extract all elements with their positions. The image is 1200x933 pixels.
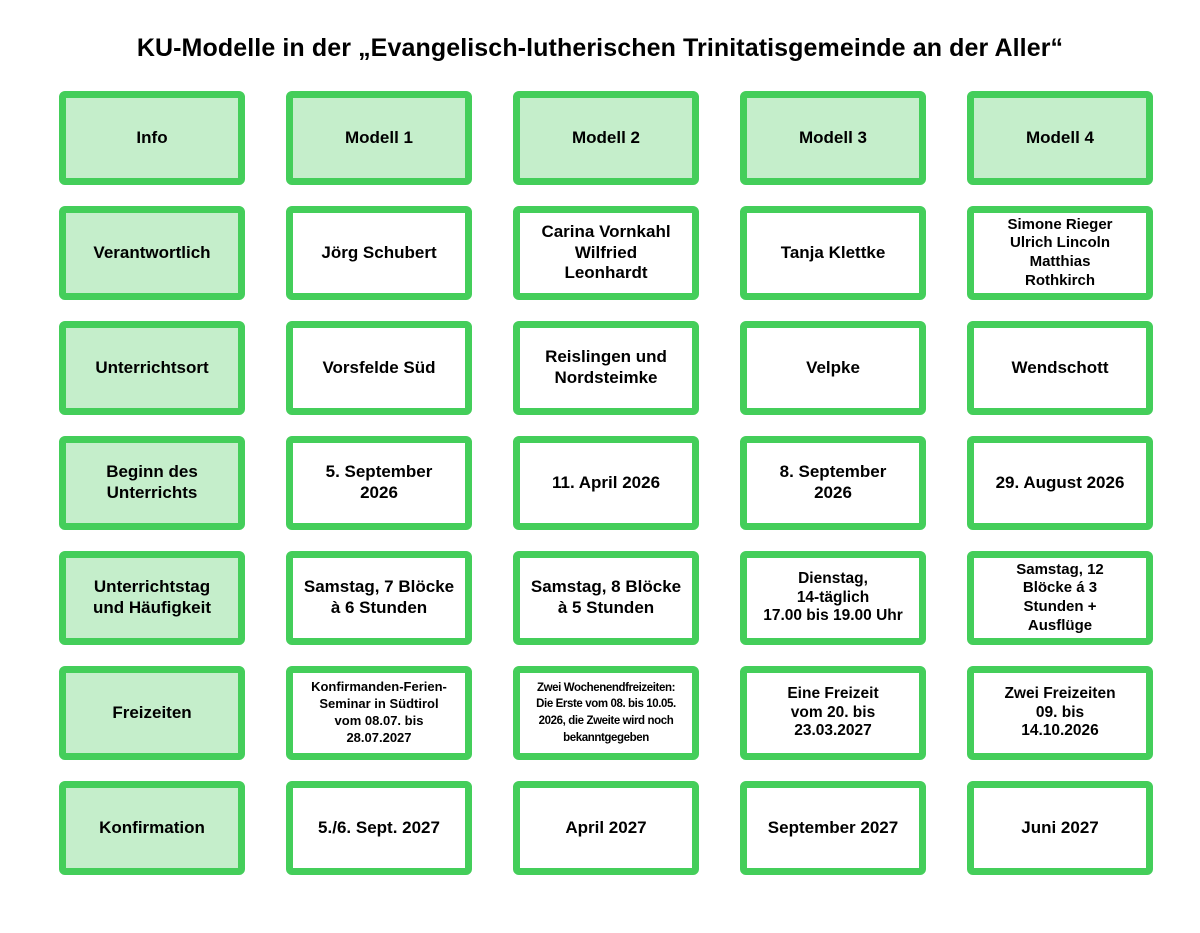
cell-text: 11. April 2026 [551,472,661,492]
cell-text: 29. August 2026 [995,472,1125,492]
cell-text: April 2027 [565,817,647,837]
cell-unterrichtstag-modell-4: Samstag, 12 Blöcke á 3 Stunden + Ausflüg… [967,551,1153,645]
column-header-label: Modell 2 [571,127,640,147]
page-title: KU-Modelle in der „Evangelisch-lutherisc… [136,34,1064,62]
column-header-modell-3: Modell 3 [740,91,926,185]
cell-text: Velpke [806,357,860,377]
cell-text: 5. September 2026 [325,462,433,502]
cell-unterrichtstag-modell-3: Dienstag, 14-täglich 17.00 bis 19.00 Uhr [740,551,926,645]
cell-verantwortlich-modell-3: Tanja Klettke [740,206,926,300]
cell-unterrichtstag-modell-1: Samstag, 7 Blöcke à 6 Stunden [286,551,472,645]
cell-freizeiten-modell-2: Zwei Wochenendfreizeiten: Die Erste vom … [513,666,699,760]
cell-text: Vorsfelde Süd [322,357,436,377]
cell-text: Samstag, 8 Blöcke à 5 Stunden [530,577,682,617]
cell-beginn-modell-3: 8. September 2026 [740,436,926,530]
cell-unterrichtsort-modell-4: Wendschott [967,321,1153,415]
cell-text: Jörg Schubert [321,242,437,262]
cell-text: Wendschott [1011,357,1109,377]
cell-unterrichtsort-modell-1: Vorsfelde Süd [286,321,472,415]
row-label-text: Beginn des Unterrichts [106,462,198,502]
row-label-unterrichtstag-und-haeufigkeit: Unterrichtstag und Häufigkeit [59,551,245,645]
cell-verantwortlich-modell-1: Jörg Schubert [286,206,472,300]
cell-text: Samstag, 12 Blöcke á 3 Stunden + Ausflüg… [1016,560,1104,634]
cell-freizeiten-modell-1: Konfirmanden-Ferien- Seminar in Südtirol… [286,666,472,760]
cell-beginn-modell-4: 29. August 2026 [967,436,1153,530]
cell-konfirmation-modell-4: Juni 2027 [967,781,1153,875]
row-label-text: Unterrichtstag und Häufigkeit [92,577,212,617]
row-label-verantwortlich: Verantwortlich [59,206,245,300]
row-label-text: Konfirmation [99,817,205,837]
cell-text: Juni 2027 [1021,817,1099,837]
cell-konfirmation-modell-1: 5./6. Sept. 2027 [286,781,472,875]
row-label-beginn-des-unterrichts: Beginn des Unterrichts [59,436,245,530]
column-header-modell-1: Modell 1 [286,91,472,185]
cell-unterrichtsort-modell-3: Velpke [740,321,926,415]
cell-verantwortlich-modell-2: Carina Vornkahl Wilfried Leonhardt [513,206,699,300]
cell-text: Zwei Wochenendfreizeiten: Die Erste vom … [536,681,676,744]
cell-text: Dienstag, 14-täglich 17.00 bis 19.00 Uhr [763,569,903,625]
ku-modelle-table: Info Modell 1 Modell 2 Modell 3 Modell 4… [59,91,1200,875]
cell-beginn-modell-2: 11. April 2026 [513,436,699,530]
column-header-label: Modell 4 [1025,127,1094,147]
cell-text: Simone Rieger Ulrich Lincoln Matthias Ro… [1007,215,1113,289]
row-label-text: Unterrichtsort [95,357,209,377]
cell-text: Carina Vornkahl Wilfried Leonhardt [541,221,671,283]
cell-text: September 2027 [767,817,899,837]
row-label-text: Freizeiten [112,702,192,722]
cell-text: 5./6. Sept. 2027 [318,817,440,837]
column-header-label: Info [136,127,168,147]
row-label-konfirmation: Konfirmation [59,781,245,875]
column-header-info: Info [59,91,245,185]
cell-beginn-modell-1: 5. September 2026 [286,436,472,530]
cell-text: Samstag, 7 Blöcke à 6 Stunden [303,577,455,617]
cell-unterrichtsort-modell-2: Reislingen und Nordsteimke [513,321,699,415]
row-label-unterrichtsort: Unterrichtsort [59,321,245,415]
cell-freizeiten-modell-3: Eine Freizeit vom 20. bis 23.03.2027 [740,666,926,760]
cell-text: 8. September 2026 [779,462,887,502]
cell-text: Eine Freizeit vom 20. bis 23.03.2027 [787,684,879,740]
column-header-modell-2: Modell 2 [513,91,699,185]
cell-text: Konfirmanden-Ferien- Seminar in Südtirol… [311,679,447,745]
cell-text: Tanja Klettke [780,242,886,262]
column-header-modell-4: Modell 4 [967,91,1153,185]
cell-unterrichtstag-modell-2: Samstag, 8 Blöcke à 5 Stunden [513,551,699,645]
cell-freizeiten-modell-4: Zwei Freizeiten 09. bis 14.10.2026 [967,666,1153,760]
row-label-text: Verantwortlich [93,242,211,262]
cell-konfirmation-modell-3: September 2027 [740,781,926,875]
cell-text: Reislingen und Nordsteimke [545,347,667,387]
cell-text: Zwei Freizeiten 09. bis 14.10.2026 [1004,684,1116,740]
column-header-label: Modell 1 [344,127,413,147]
cell-konfirmation-modell-2: April 2027 [513,781,699,875]
cell-verantwortlich-modell-4: Simone Rieger Ulrich Lincoln Matthias Ro… [967,206,1153,300]
column-header-label: Modell 3 [798,127,867,147]
row-label-freizeiten: Freizeiten [59,666,245,760]
